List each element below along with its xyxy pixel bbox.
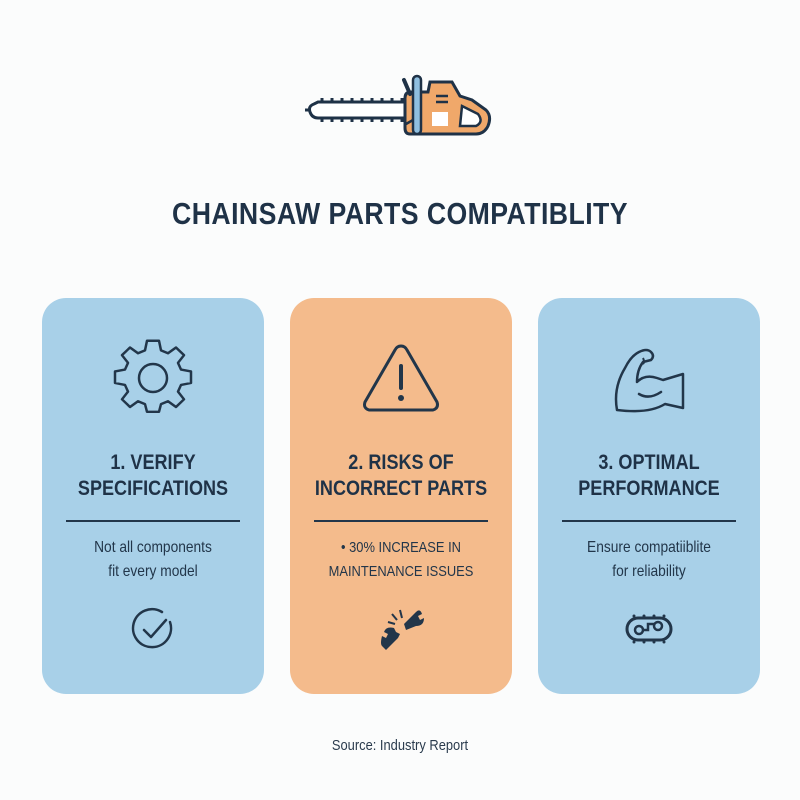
card-description: Not all components fit every model	[94, 539, 212, 580]
card-heading: 3. OPTIMAL PERFORMANCE	[578, 451, 720, 500]
card-description: Ensure compatiiblite for reliability	[587, 539, 711, 580]
card-heading: 2. RISKS OF INCORRECT PARTS	[314, 451, 488, 500]
source-note: Source: Industry Report	[331, 737, 469, 754]
gear-icon	[113, 339, 193, 414]
card-verify-specifications: 1. VERIFY SPECIFICATIONS Not all compone…	[42, 298, 264, 694]
card-optimal-performance: 3. OPTIMAL PERFORMANCE Ensure compatiibl…	[538, 298, 760, 694]
card-description: • 30% INCREASE IN MAINTENANCE ISSUES	[328, 539, 474, 580]
warning-triangle-icon	[363, 344, 439, 412]
card-heading: 1. VERIFY SPECIFICATIONS	[77, 451, 229, 500]
divider	[314, 520, 488, 522]
chainsaw-icon	[305, 74, 492, 136]
broken-wrench-icon	[381, 609, 424, 650]
page-title: CHAINSAW PARTS COMPATIBLITY	[172, 196, 628, 231]
flexed-arm-icon	[614, 348, 685, 413]
divider	[562, 520, 736, 522]
chain-link-icon	[625, 614, 673, 644]
check-circle-icon	[131, 607, 173, 649]
divider	[66, 520, 240, 522]
card-risks-incorrect-parts: 2. RISKS OF INCORRECT PARTS • 30% INCREA…	[290, 298, 512, 694]
